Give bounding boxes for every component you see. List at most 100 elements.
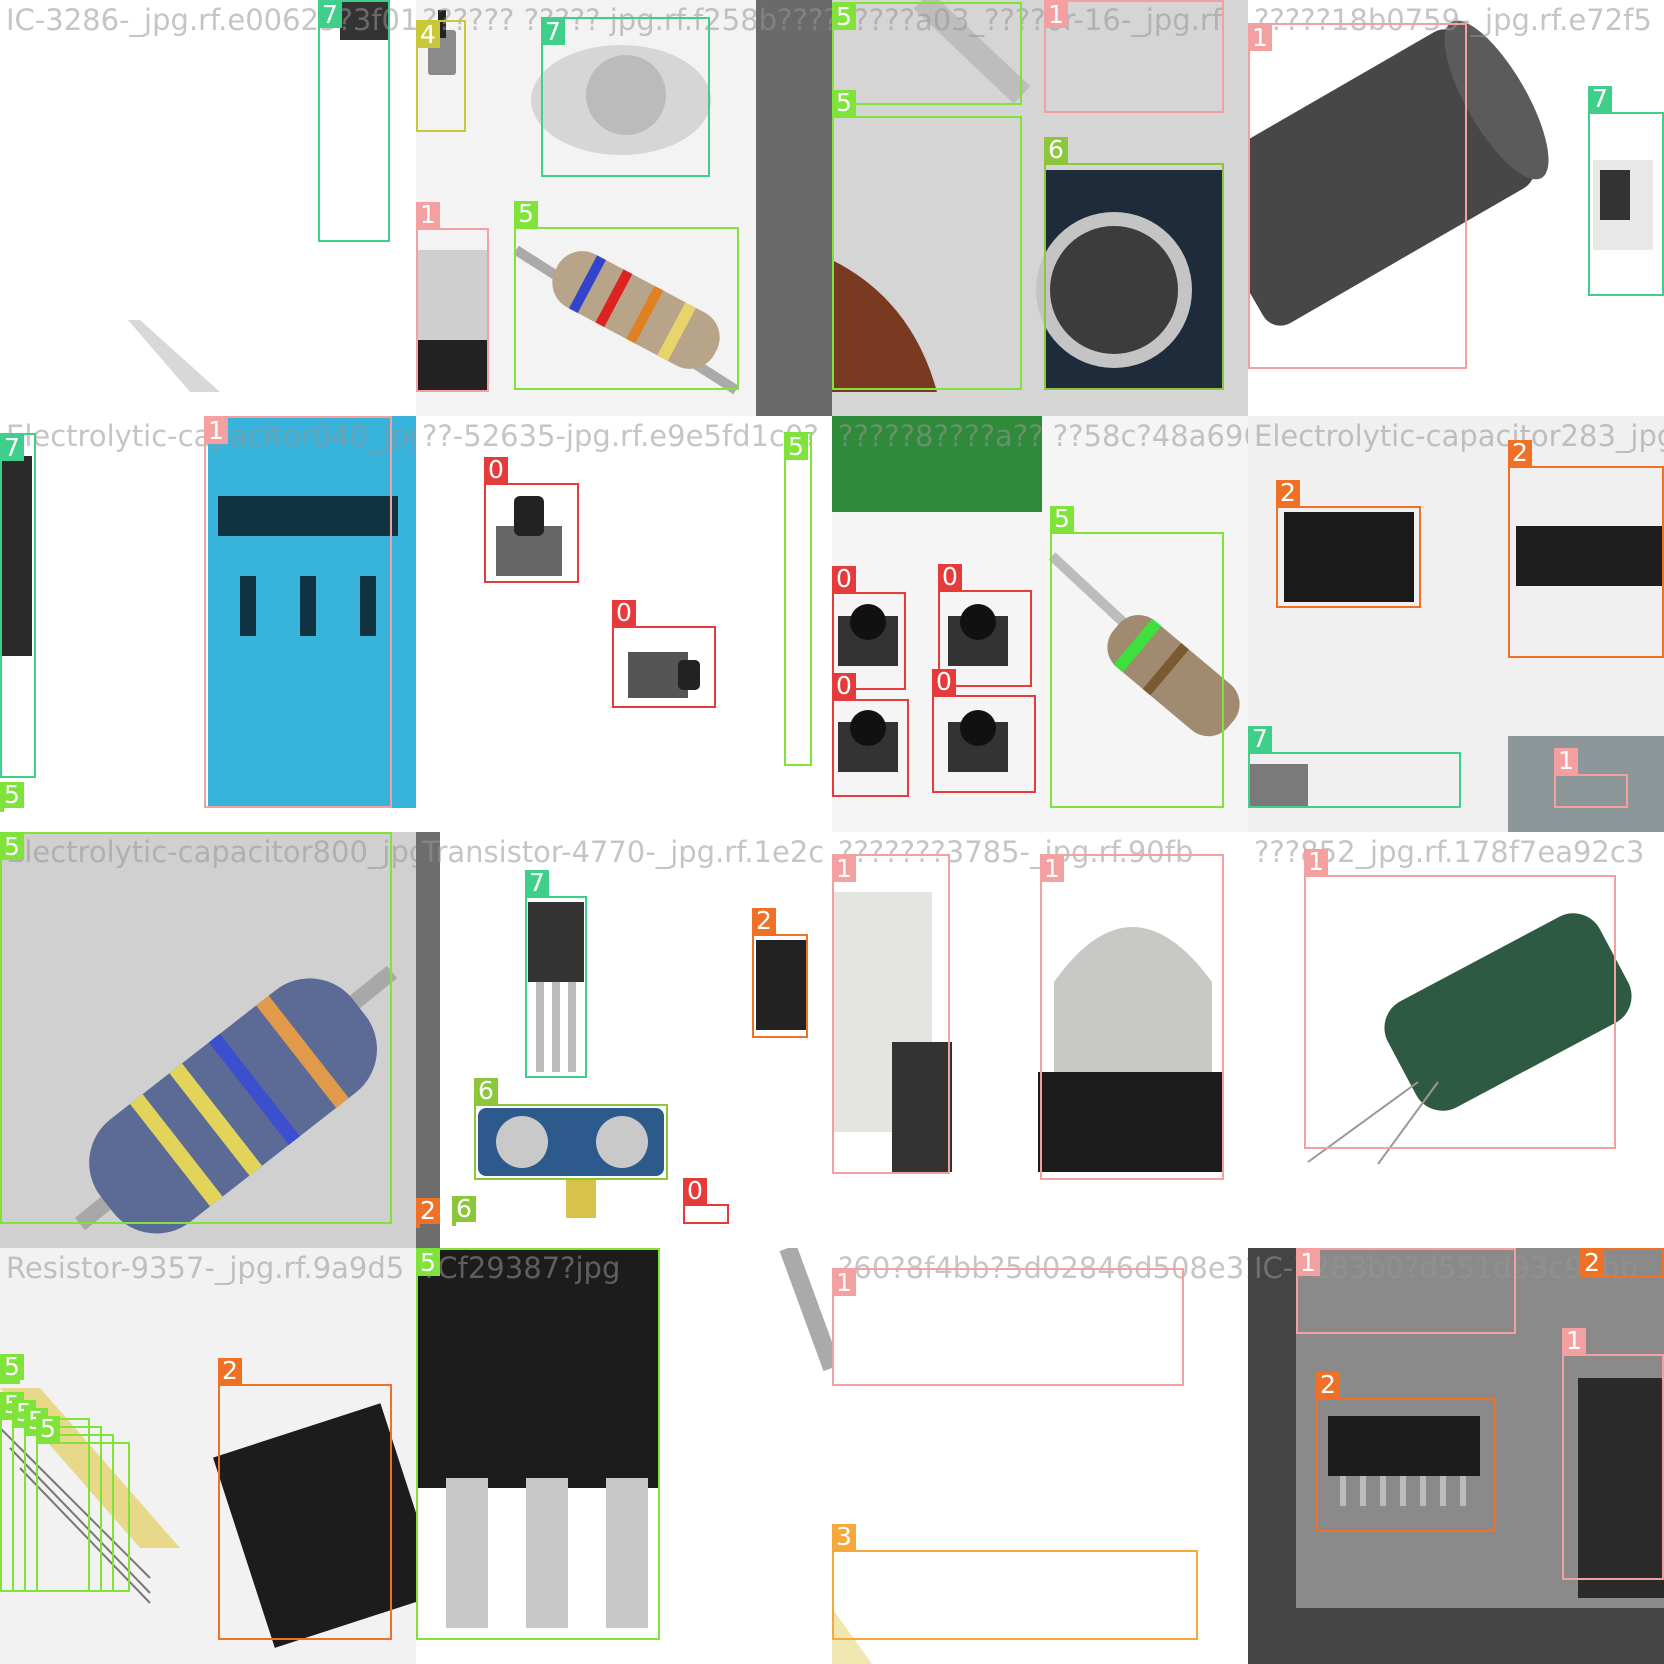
bounding-box: 2: [416, 1198, 440, 1228]
class-label-tag: 7: [318, 2, 342, 28]
bounding-box: 0: [484, 457, 579, 583]
class-label-tag: 5: [784, 434, 808, 460]
class-label-tag: 5: [416, 1250, 440, 1276]
bounding-box: 1: [1304, 849, 1616, 1149]
bounding-box: 4: [416, 20, 466, 132]
class-label-tag: 0: [832, 673, 856, 699]
class-label-tag: 5: [0, 834, 24, 860]
class-label-tag: 1: [1248, 25, 1272, 51]
bounding-box: 1: [204, 416, 392, 808]
bounding-box: 2: [1508, 440, 1664, 658]
class-label-tag: 5: [514, 201, 538, 227]
bounding-box: 0: [683, 1178, 729, 1224]
class-label-tag: 6: [452, 1196, 476, 1222]
bounding-box: 5: [832, 2, 1022, 105]
bounding-box: 7: [0, 433, 36, 778]
bounding-box: 1: [1044, 0, 1224, 113]
class-label-tag: 6: [1044, 137, 1068, 163]
class-label-tag: 7: [525, 870, 549, 896]
mosaic-tile: IC-3286-_jpg.rf.e00625?3f01? ?a??? ?7: [0, 0, 416, 416]
class-label-tag: 7: [541, 19, 565, 45]
class-label-tag: 1: [1304, 849, 1328, 875]
bounding-box: 5: [514, 201, 739, 390]
class-label-tag: 0: [932, 669, 956, 695]
class-label-tag: 0: [938, 564, 962, 590]
bounding-box: 5: [0, 782, 24, 812]
class-label-tag: 2: [1508, 440, 1532, 466]
bounding-box: 0: [932, 669, 1036, 793]
bounding-box: 3: [832, 1524, 1198, 1640]
class-label-tag: 6: [474, 1078, 498, 1104]
bounding-box: 5: [416, 1248, 660, 1640]
bounding-box: 7: [1588, 86, 1664, 296]
class-label-tag: 7: [1248, 726, 1272, 752]
photo-cylinder: [1248, 0, 1664, 416]
class-label-tag: 1: [1040, 856, 1064, 882]
photo-blank: [832, 1248, 1248, 1664]
bounding-box: 5: [1050, 506, 1224, 808]
photo-transistor-sensor: [416, 832, 832, 1248]
photo-resistor-cap: [416, 0, 832, 416]
class-label-tag: 2: [416, 1198, 440, 1224]
class-label-tag: 1: [1044, 2, 1068, 28]
class-label-tag: 4: [416, 22, 440, 48]
class-label-tag: 2: [1276, 480, 1300, 506]
bounding-box: 2: [752, 908, 808, 1038]
bounding-box: 1: [832, 1268, 1184, 1386]
bounding-box: 7: [525, 870, 587, 1078]
bounding-box: 2: [1316, 1372, 1496, 1532]
class-label-tag: 0: [484, 457, 508, 483]
bounding-box: 0: [832, 673, 909, 797]
class-label-tag: 5: [1050, 506, 1074, 532]
class-label-tag: 1: [1296, 1250, 1320, 1276]
photo-big-resistor: [0, 832, 416, 1248]
photo-blue-cap: [0, 416, 416, 832]
class-label-tag: 2: [752, 908, 776, 934]
photo-rod-sensor: [832, 0, 1248, 416]
photo-dip-closeup: [416, 1248, 832, 1664]
photo-resistor-strip: [0, 1248, 416, 1664]
bounding-box: 1: [1296, 1248, 1516, 1334]
class-label-tag: 5: [832, 4, 856, 30]
class-label-tag: 1: [1554, 748, 1578, 774]
class-label-tag: 0: [612, 600, 636, 626]
bounding-box: 1: [1040, 854, 1224, 1180]
class-label-tag: 2: [1580, 1250, 1604, 1276]
bounding-box: 1: [1248, 23, 1467, 369]
bounding-box: 5: [832, 90, 1022, 390]
class-label-tag: 5: [0, 782, 24, 808]
bounding-box: 1: [832, 854, 950, 1174]
bounding-box: 2: [218, 1358, 392, 1640]
bounding-box: 1: [1562, 1328, 1664, 1580]
class-label-tag: 7: [1588, 86, 1612, 112]
class-label-tag: 0: [683, 1178, 707, 1204]
photo-light: [0, 0, 416, 416]
class-label-tag: 1: [204, 418, 228, 444]
bounding-box: 5: [0, 1354, 24, 1384]
mosaic-tile: Electrolytic-capacitor040_jpg715: [0, 416, 416, 832]
class-label-tag: 2: [218, 1358, 242, 1384]
class-label-tag: 1: [1562, 1328, 1586, 1354]
class-label-tag: 5: [832, 90, 856, 116]
bounding-box: 6: [452, 1196, 476, 1226]
bounding-box: 7: [541, 17, 710, 177]
class-label-tag: 5: [0, 1354, 24, 1380]
class-label-tag: 1: [416, 202, 440, 228]
photo-dark-ic: [1248, 1248, 1664, 1664]
bounding-box: 0: [832, 566, 906, 690]
bounding-box: 2: [1276, 480, 1421, 608]
bounding-box: 7: [1248, 726, 1461, 808]
class-label-tag: 7: [0, 435, 24, 461]
